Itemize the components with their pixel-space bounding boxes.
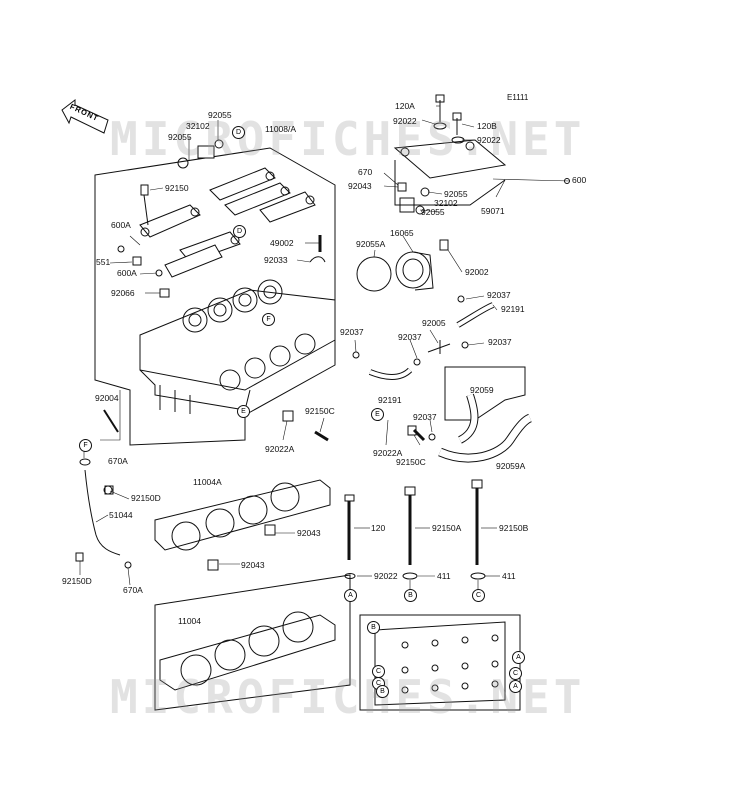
part-label: 92037: [488, 337, 512, 347]
part-label: 92022: [374, 571, 398, 581]
part-label: 92150B: [499, 523, 529, 533]
callout: E: [371, 408, 384, 421]
part-label: 92055: [444, 189, 468, 199]
part-label: 32102: [434, 198, 458, 208]
part-label: 92191: [378, 395, 402, 405]
part-label: 411: [437, 571, 451, 581]
part-label: 92066: [111, 288, 135, 298]
part-label: 32102: [186, 121, 210, 131]
part-label: 92059: [470, 385, 494, 395]
callout: B: [367, 621, 380, 634]
fuel-rail: [393, 94, 570, 215]
watermark-bottom: MICROFICHES.NET: [110, 670, 586, 724]
part-label: 92055A: [356, 239, 386, 249]
part-label: 120A: [395, 101, 415, 111]
callout: F: [262, 313, 275, 326]
throttle-joint-16065: [395, 251, 434, 291]
callout: A: [512, 651, 525, 664]
part-label: 92037: [340, 327, 364, 337]
part-label: 92191: [501, 304, 525, 314]
part-label: 11004A: [193, 477, 222, 487]
part-label: 92043: [297, 528, 321, 538]
part-label: 92150: [165, 183, 189, 193]
part-label: 411: [502, 571, 516, 581]
part-label: 92033: [264, 255, 288, 265]
hose-92059A: [438, 413, 532, 463]
part-label: 92055: [168, 132, 192, 142]
part-label: 670: [358, 167, 373, 177]
callout: C: [509, 667, 522, 680]
bolt-92150A: [404, 486, 416, 565]
part-label: 92022A: [265, 444, 295, 454]
callout: A: [344, 589, 357, 602]
part-label: 92150C: [305, 406, 335, 416]
part-label: 49002: [270, 238, 294, 248]
part-label: 92055: [421, 207, 445, 217]
part-label: 670A: [123, 585, 143, 595]
part-label: 600A: [111, 220, 131, 230]
oil-pipe-51044: [84, 469, 121, 556]
gasket-11004: [159, 611, 336, 691]
callout: A: [509, 680, 522, 693]
part-label: 600: [572, 175, 587, 185]
watermark-top: MICROFICHES.NET: [110, 112, 586, 166]
part-label: 92150C: [396, 457, 426, 467]
part-label: 670A: [108, 456, 128, 466]
callout: D: [233, 225, 246, 238]
part-label: 92037: [398, 332, 422, 342]
part-label: 92150A: [432, 523, 462, 533]
part-label: 120: [371, 523, 386, 533]
part-label: 11004: [178, 616, 202, 626]
callout: D: [232, 126, 245, 139]
part-label: 92022: [393, 116, 417, 126]
front-arrow-icon: [61, 98, 109, 134]
part-label: 51044: [109, 510, 133, 520]
part-label: 600A: [117, 268, 137, 278]
part-label: 92022: [477, 135, 501, 145]
bolt-120: [344, 494, 355, 560]
part-label: 92150D: [62, 576, 92, 586]
part-label: 92002: [465, 267, 489, 277]
part-label: 92059A: [496, 461, 526, 471]
o-ring-92055A: [356, 256, 392, 292]
diagram-code: E1111: [507, 93, 529, 102]
cylinder-head-box: [94, 147, 336, 446]
cylinder-head: [139, 279, 336, 414]
part-label: 16065: [390, 228, 414, 238]
callout: E: [237, 405, 250, 418]
part-label: 92005: [422, 318, 446, 328]
part-32102: [197, 145, 215, 159]
part-label: 551: [96, 257, 111, 267]
part-label: 92037: [487, 290, 511, 300]
callout: F: [79, 439, 92, 452]
part-label: 59071: [481, 206, 505, 216]
part-label: 92055: [208, 110, 232, 120]
part-label: 92043: [241, 560, 265, 570]
part-label: 92022A: [373, 448, 403, 458]
part-label: 92043: [348, 181, 372, 191]
callout: C: [472, 589, 485, 602]
part-label: 11008/A: [265, 124, 297, 134]
part-label: 92004: [95, 393, 119, 403]
callout: B: [404, 589, 417, 602]
cam-caps: [139, 167, 316, 278]
bolt-92150B: [471, 479, 483, 565]
part-label: 92150D: [131, 493, 161, 503]
callout: B: [376, 685, 389, 698]
part-label: 92037: [413, 412, 437, 422]
gasket-11004A: [154, 479, 331, 551]
part-label: 120B: [477, 121, 497, 131]
